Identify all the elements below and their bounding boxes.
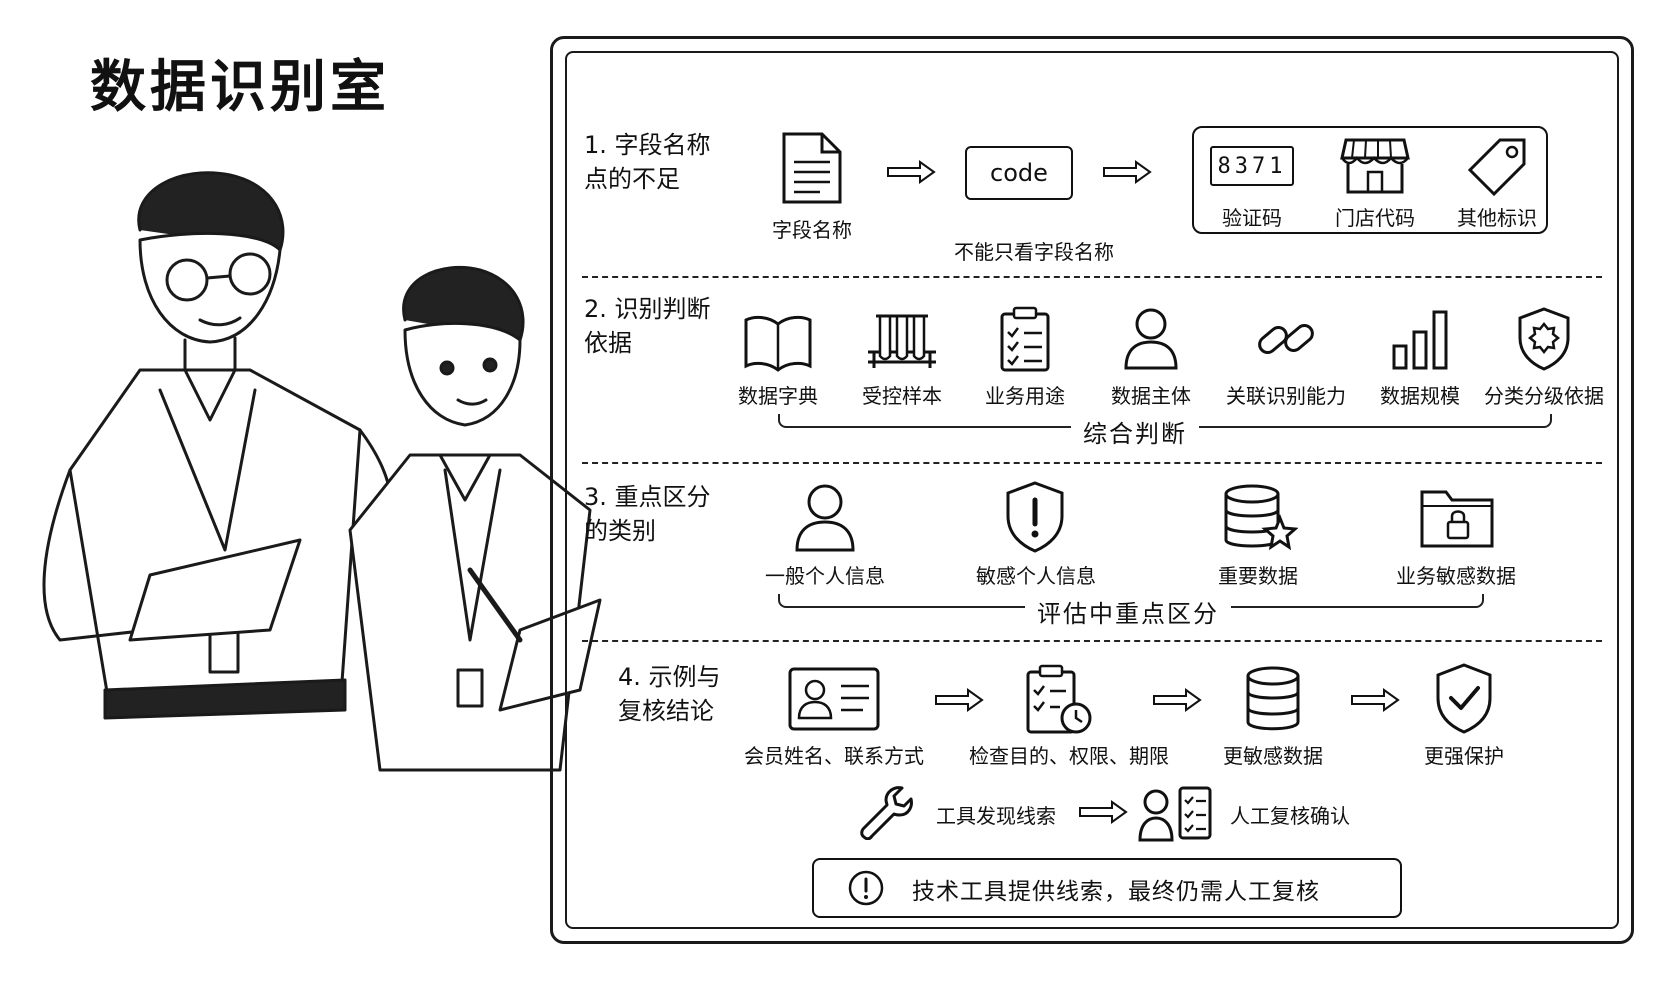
sensitive-personal-info-label: 敏感个人信息 — [976, 564, 1096, 588]
board-inner-frame — [565, 51, 1619, 929]
general-personal-info-label: 一般个人信息 — [765, 564, 885, 588]
controlled-sample-label: 受控样本 — [862, 384, 942, 408]
member-info-label: 会员姓名、联系方式 — [744, 744, 924, 768]
arrow-right-icon — [1351, 688, 1400, 712]
notice-text: 技术工具提供线索，最终仍需人工复核 — [912, 879, 1320, 905]
classification-basis-label: 分类分级依据 — [1484, 384, 1604, 408]
section-4-title: 4. 示例与 复核结论 — [618, 663, 721, 725]
review-step-label: 人工复核确认 — [1230, 804, 1350, 828]
important-data-label: 重要数据 — [1218, 564, 1298, 588]
tool-step-label: 工具发现线索 — [936, 804, 1056, 828]
code-examples-group — [1192, 126, 1548, 234]
notice-box — [812, 858, 1402, 918]
section-divider — [582, 462, 1602, 464]
shield-badge-icon — [1518, 307, 1570, 371]
verification-code-label: 验证码 — [1222, 206, 1282, 230]
book-icon — [744, 315, 812, 372]
store-icon — [1340, 138, 1410, 194]
person-icon — [1124, 308, 1178, 370]
section-3-title: 3. 重点区分 的类别 — [584, 483, 711, 545]
person-checklist-icon — [1138, 786, 1212, 842]
store-code-label: 门店代码 — [1335, 206, 1415, 230]
shield-check-icon — [1436, 663, 1492, 734]
arrow-right-icon — [935, 688, 984, 712]
business-sensitive-data-label: 业务敏感数据 — [1396, 564, 1516, 588]
section-1-title: 1. 字段名称 点的不足 — [584, 131, 711, 193]
wrench-icon — [860, 786, 913, 840]
other-identifier-label: 其他标识 — [1457, 206, 1537, 230]
more-sensitive-data-label: 更敏感数据 — [1223, 744, 1323, 768]
id-card-icon — [788, 667, 880, 731]
clipboard-clock-icon — [1026, 664, 1092, 734]
database-icon — [1246, 666, 1300, 731]
section-divider — [582, 640, 1602, 642]
arrow-right-icon — [1079, 800, 1128, 824]
check-purpose-label: 检查目的、权限、期限 — [969, 744, 1169, 768]
section-2-summary: 综合判断 — [1071, 414, 1199, 449]
bar-chart-icon — [1392, 310, 1448, 370]
data-subject-label: 数据主体 — [1111, 384, 1191, 408]
people-illustration — [42, 171, 602, 772]
folder-lock-icon — [1420, 490, 1494, 548]
person-icon — [795, 484, 855, 552]
arrow-right-icon — [1103, 160, 1152, 184]
board-frame — [550, 36, 1634, 944]
business-use-label: 业务用途 — [985, 384, 1065, 408]
test-tubes-icon — [868, 314, 936, 368]
stronger-protection-label: 更强保护 — [1424, 744, 1504, 768]
database-star-icon — [1224, 484, 1298, 551]
linkage-identification-label: 关联识别能力 — [1226, 384, 1346, 408]
section-3-summary: 评估中重点区分 — [1025, 594, 1231, 629]
section-2-title: 2. 识别判断 依据 — [584, 295, 711, 357]
field-name-label: 字段名称 — [772, 218, 852, 242]
section-divider — [582, 276, 1602, 278]
code-box: code — [965, 146, 1073, 200]
page-title: 数据识别室 — [90, 54, 390, 120]
document-icon — [782, 132, 842, 204]
code-text: code — [990, 159, 1048, 187]
tag-icon — [1468, 138, 1526, 196]
shield-alert-icon — [1006, 481, 1064, 553]
data-scale-label: 数据规模 — [1380, 384, 1460, 408]
section-1-note: 不能只看字段名称 — [954, 240, 1114, 264]
arrow-right-icon — [1153, 688, 1202, 712]
digits-icon: 8371 — [1210, 146, 1294, 186]
link-icon — [1258, 324, 1314, 354]
clipboard-check-icon — [1000, 306, 1050, 372]
data-dictionary-label: 数据字典 — [738, 384, 818, 408]
exclamation-circle-icon — [848, 870, 884, 906]
arrow-right-icon — [887, 160, 936, 184]
